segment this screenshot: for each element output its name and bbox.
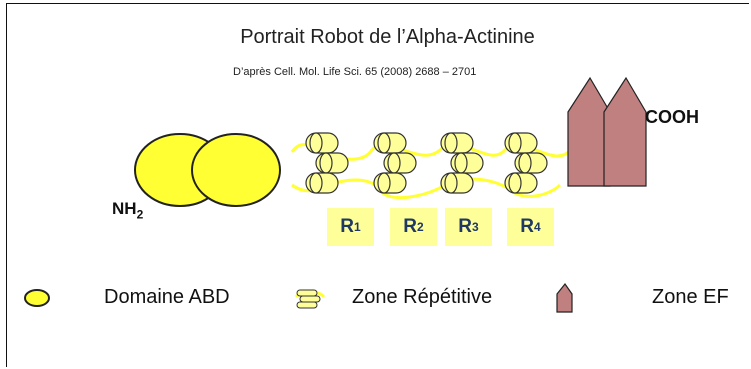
repeat-block-2 (373, 132, 417, 194)
legend-repetitive-label: Zone Répétitive (352, 286, 493, 308)
legend-ef-icon (556, 282, 573, 313)
repeat-block-3 (440, 132, 484, 194)
legend-ef-label: Zone EF (652, 286, 729, 308)
abd-ellipse-right (191, 133, 281, 207)
legend-abd-label: Domaine ABD (104, 286, 230, 308)
n-terminus-label: NH2 (112, 199, 144, 222)
legend-abd-icon (24, 289, 50, 307)
repeat-block-4 (504, 132, 548, 194)
diagram-title: Portrait Robot de l’Alpha-Actinine (240, 26, 535, 48)
slide-frame (6, 3, 749, 367)
diagram-subtitle: D’après Cell. Mol. Life Sci. 65 (2008) 2… (233, 66, 477, 78)
ef-pentagon-right (603, 76, 647, 187)
c-terminus-label: COOH (645, 107, 699, 127)
legend-repetitive-icon (294, 289, 326, 309)
repeat-block-1 (305, 132, 349, 194)
